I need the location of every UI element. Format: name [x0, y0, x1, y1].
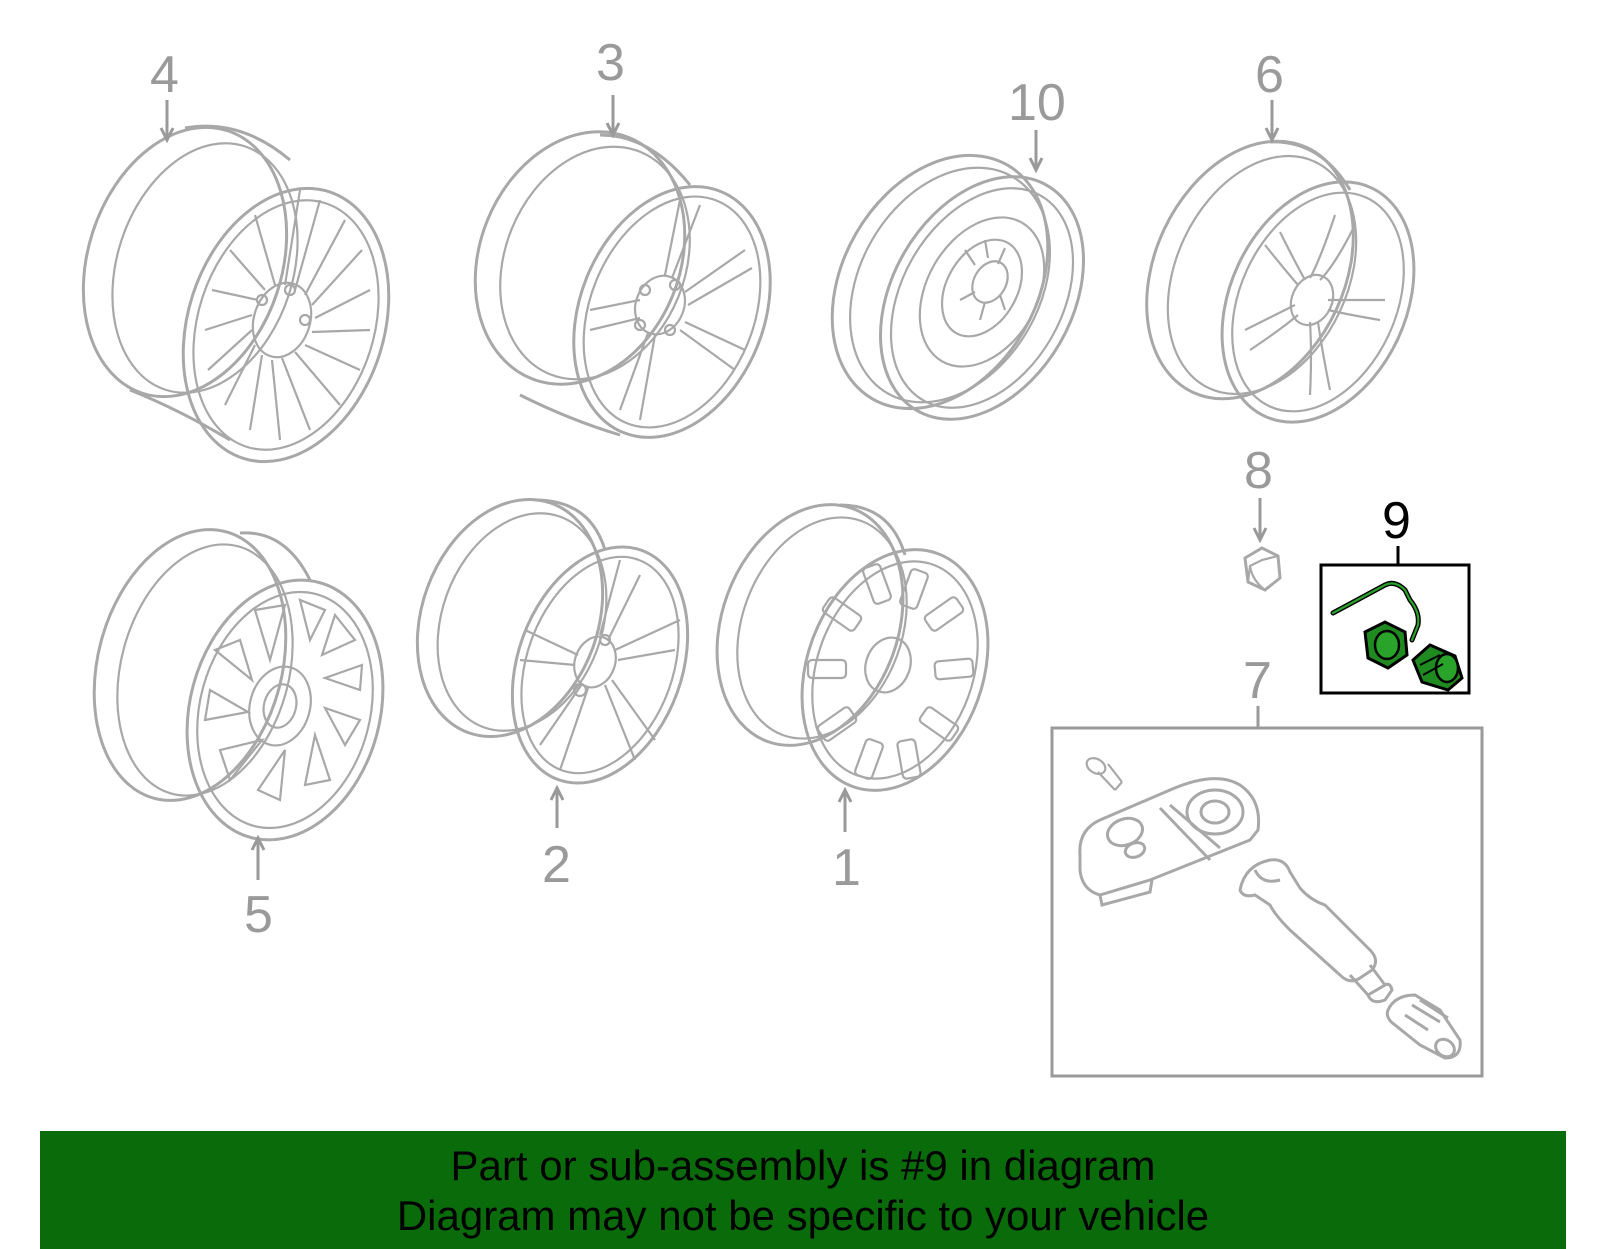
valve-cap: [1411, 643, 1464, 692]
callout-6: 6: [1255, 46, 1284, 104]
callout-7: 7: [1243, 652, 1272, 710]
leader-10: [1028, 130, 1044, 174]
callout-2: 2: [542, 836, 571, 894]
banner-line-1: Part or sub-assembly is #9 in diagram: [450, 1142, 1156, 1189]
leader-2: [549, 784, 565, 828]
wheel-3[interactable]: [439, 100, 806, 467]
callout-4: 4: [150, 46, 179, 104]
callout-9: 9: [1382, 492, 1411, 550]
part-9-box[interactable]: [1319, 563, 1471, 695]
tpms-sensor-7[interactable]: [1050, 726, 1484, 1078]
leader-6: [1264, 100, 1280, 144]
banner-line-2: Diagram may not be specific to your vehi…: [396, 1192, 1210, 1239]
leader-1: [837, 786, 853, 832]
info-banner: Part or sub-assembly is #9 in diagram Di…: [40, 1131, 1566, 1249]
wheel-2[interactable]: [386, 473, 719, 807]
callout-5: 5: [244, 886, 273, 944]
callout-1: 1: [832, 839, 861, 897]
wheel-6[interactable]: [1107, 107, 1451, 453]
lug-nut-8[interactable]: [1243, 546, 1282, 592]
wheel-1[interactable]: [685, 478, 1020, 816]
callout-3: 3: [596, 34, 625, 92]
wheel-5[interactable]: [65, 508, 411, 862]
wheel-10[interactable]: [788, 117, 1124, 456]
leader-5: [250, 834, 266, 880]
callout-8: 8: [1244, 442, 1273, 500]
leader-8: [1252, 498, 1268, 544]
wheel-4[interactable]: [50, 101, 422, 489]
leader-4: [159, 100, 175, 144]
leader-3: [605, 95, 621, 139]
valve-nut: [1363, 620, 1409, 670]
callout-10: 10: [1008, 74, 1066, 132]
